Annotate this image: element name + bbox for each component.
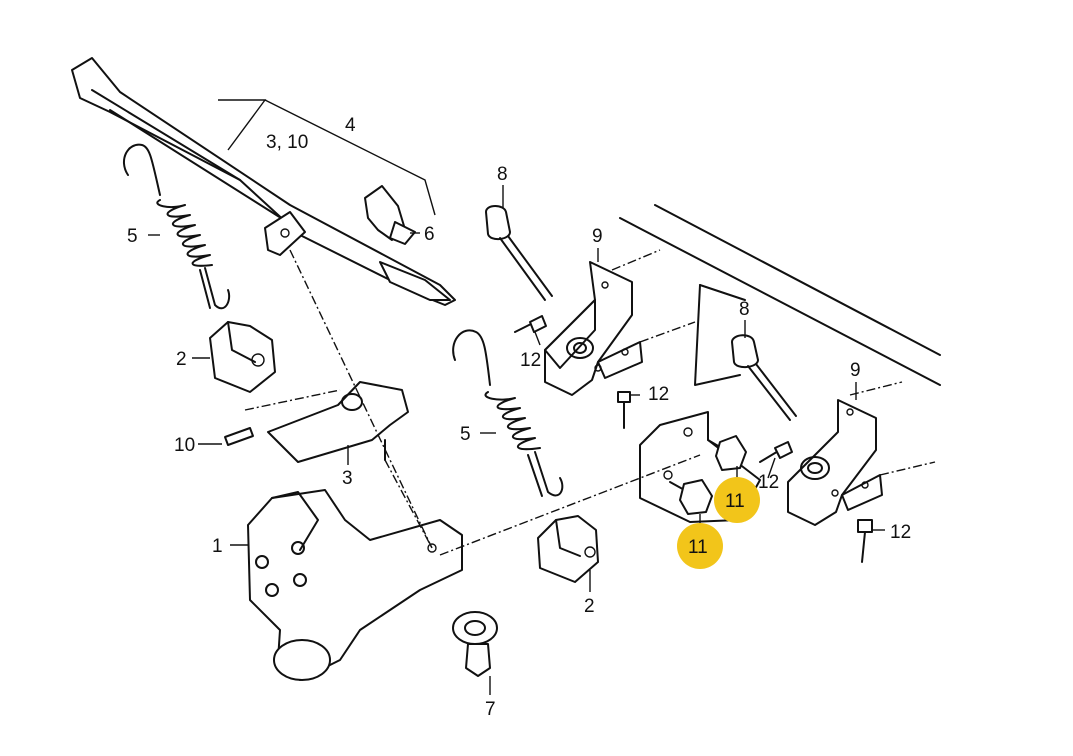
callout-8-lower: 8 <box>739 299 750 320</box>
part-8-bolt-lower <box>731 334 797 421</box>
callout-11-upper: 11 <box>725 491 745 512</box>
callout-6: 6 <box>424 224 435 245</box>
part-6-clip <box>364 185 416 245</box>
part-7-grommet <box>452 611 498 677</box>
callout-12-b: 12 <box>648 384 669 405</box>
part-11-bolt-lower <box>669 479 713 515</box>
callout-labels: 1 2 2 3 3, 10 4 5 5 6 7 8 8 9 9 10 11 11… <box>127 115 911 720</box>
part-12-rivet-c <box>759 441 793 463</box>
part-12-rivet-d <box>857 519 873 563</box>
spring-upper-left <box>123 143 231 310</box>
leader-lines <box>148 185 885 695</box>
callout-5-center: 5 <box>460 424 471 445</box>
callout-2-left: 2 <box>176 349 187 370</box>
part-10-pin <box>224 427 254 446</box>
callout-3-10: 3, 10 <box>266 132 308 153</box>
part-2-clamp-right <box>537 515 599 583</box>
part-8-bolt-upper <box>485 205 553 301</box>
highlight-11-upper <box>714 477 760 523</box>
pedal-lever-arm <box>71 57 456 306</box>
part-1-pedal-bracket <box>247 489 463 681</box>
callout-3: 3 <box>342 468 353 489</box>
callout-5-left: 5 <box>127 226 138 247</box>
leader-4 <box>218 99 436 216</box>
part-11-bolt-upper <box>707 435 747 471</box>
assembly-axes <box>244 249 936 556</box>
callout-10: 10 <box>174 435 195 456</box>
callout-1: 1 <box>212 536 223 557</box>
part-3-bracket <box>267 381 409 463</box>
part-9-bracket-upper <box>544 261 643 396</box>
callout-12-d: 12 <box>890 522 911 543</box>
callout-12-a: 12 <box>520 350 541 371</box>
highlight-11-lower <box>677 523 723 569</box>
part-2-clamp-left <box>209 321 276 393</box>
callout-2-right: 2 <box>584 596 595 617</box>
part-9-bracket-lower <box>787 399 883 526</box>
callout-9-lower: 9 <box>850 360 861 381</box>
callout-11-lower: 11 <box>688 537 708 558</box>
callout-8-upper: 8 <box>497 164 508 185</box>
part-12-rivet-a <box>514 315 547 333</box>
callout-7: 7 <box>485 699 496 720</box>
callout-9-upper: 9 <box>592 226 603 247</box>
vehicle-body-edge <box>619 204 941 386</box>
callout-4: 4 <box>345 115 356 136</box>
callout-12-c: 12 <box>758 472 779 493</box>
spring-center <box>452 329 564 497</box>
part-12-rivet-b <box>617 391 631 429</box>
